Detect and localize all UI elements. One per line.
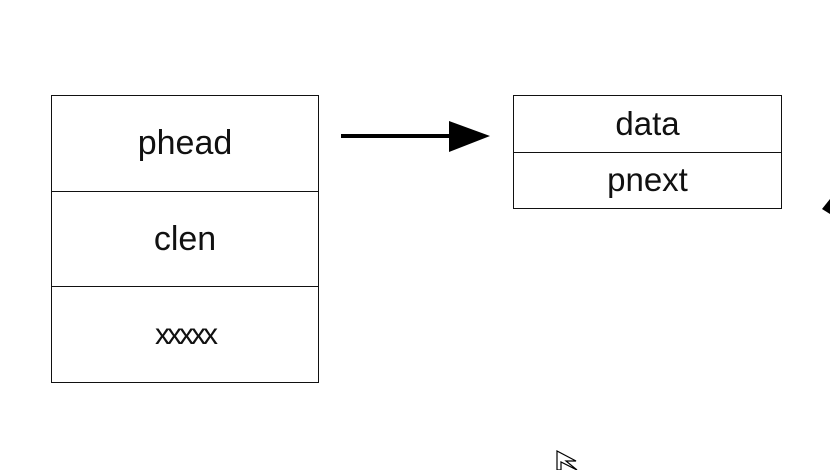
field-xxxxx: xxxxx — [155, 317, 218, 351]
mouse-cursor-icon — [556, 450, 578, 470]
right-arrow-icon — [341, 121, 490, 152]
list-node-box: data pnext — [513, 95, 782, 209]
field-phead: phead — [52, 96, 318, 192]
field-data: data — [514, 96, 781, 153]
field-clen: clen — [52, 192, 318, 288]
offscreen-arrow-tip-icon — [822, 199, 830, 214]
field-pnext: pnext — [607, 161, 688, 199]
head-struct-box: phead clen xxxxx — [51, 95, 319, 383]
